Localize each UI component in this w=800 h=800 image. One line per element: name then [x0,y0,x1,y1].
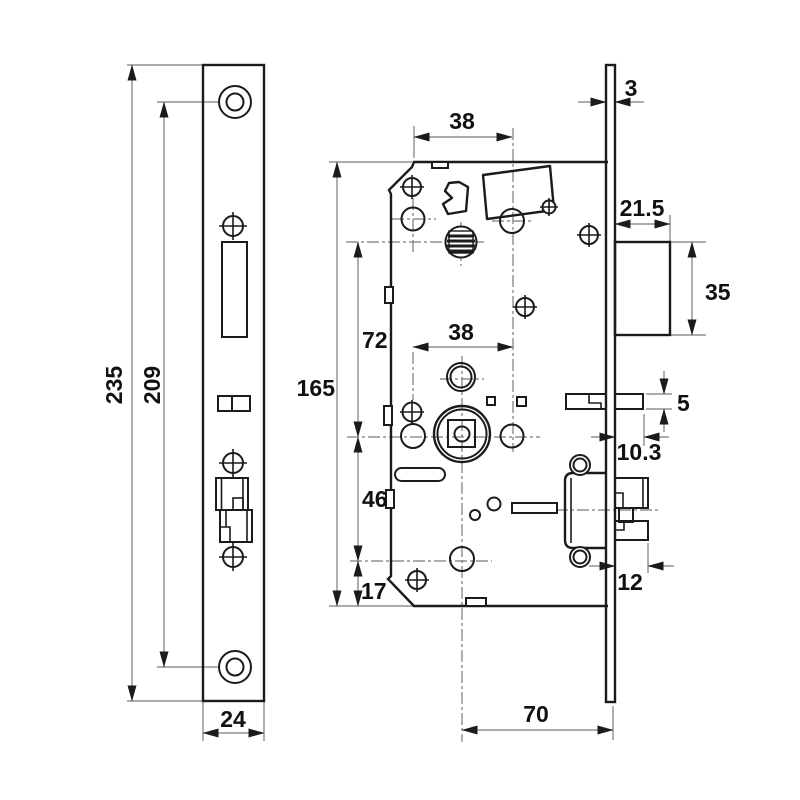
slot-cutout [394,467,446,482]
dim-label-72: 72 [362,327,388,353]
handle-hole [499,423,525,449]
bottom-mount-hole [218,650,252,684]
faceplate-front-view [201,63,266,703]
faceplate-screws [219,212,247,571]
aux-bolt [565,393,607,410]
deadbolt-head [614,477,649,541]
spindle-hub [432,404,492,464]
dim-label-deadbolt-protrusion: 12 [617,569,643,595]
latch-follower [444,225,478,259]
latch-bolt-head [613,240,672,337]
deadbolt-front-view [215,477,253,543]
indicator-window [217,395,233,412]
dim-label-latch-protrusion: 21.5 [620,195,665,221]
dim-label-46: 46 [362,486,388,512]
dim-label-backset: 70 [523,701,549,727]
faceplate-edge [604,63,617,704]
lock-case-view [383,160,608,608]
dimension-labels: 235 209 24 3 38 38 21.5 35 165 72 46 17 … [101,75,731,732]
cam-cutout [441,180,470,216]
dim-label-17: 17 [361,578,387,604]
dim-label-top-38: 38 [449,108,475,134]
case-top-tab [431,161,449,169]
case-outline [386,160,608,608]
deadbolt-body [563,454,606,568]
dim-label-screw-spacing: 209 [139,366,165,404]
spring-hole [499,208,525,234]
spring-hole [400,206,426,232]
dim-label-faceplate-thickness: 3 [625,75,638,101]
dim-label-latch-height: 35 [705,279,731,305]
dim-label-aux-protrusion: 10.3 [617,439,662,465]
dim-label-aux-thickness: 5 [677,390,690,416]
case-screws [400,175,601,592]
dim-label-faceplate-width: 24 [220,706,246,732]
lever-plate [511,502,558,514]
handle-hole [400,423,426,449]
cylinder-hole-top [446,362,476,392]
faceplate-edge-view [604,63,672,704]
latch-opening [221,241,248,338]
case-bottom-tab [465,597,487,607]
case-edge-tab [384,286,394,304]
dim-label-faceplate-height: 235 [101,366,127,405]
case-edge-tab [383,405,393,426]
top-mount-hole [218,85,252,119]
dim-label-case-height: 165 [297,375,336,401]
dim-label-mid-38: 38 [448,319,474,345]
aux-bolt-head [614,393,644,410]
deadbolt-drive-hole [449,546,475,572]
faceplate-plate [201,63,266,703]
case-edge-tab [385,489,395,509]
